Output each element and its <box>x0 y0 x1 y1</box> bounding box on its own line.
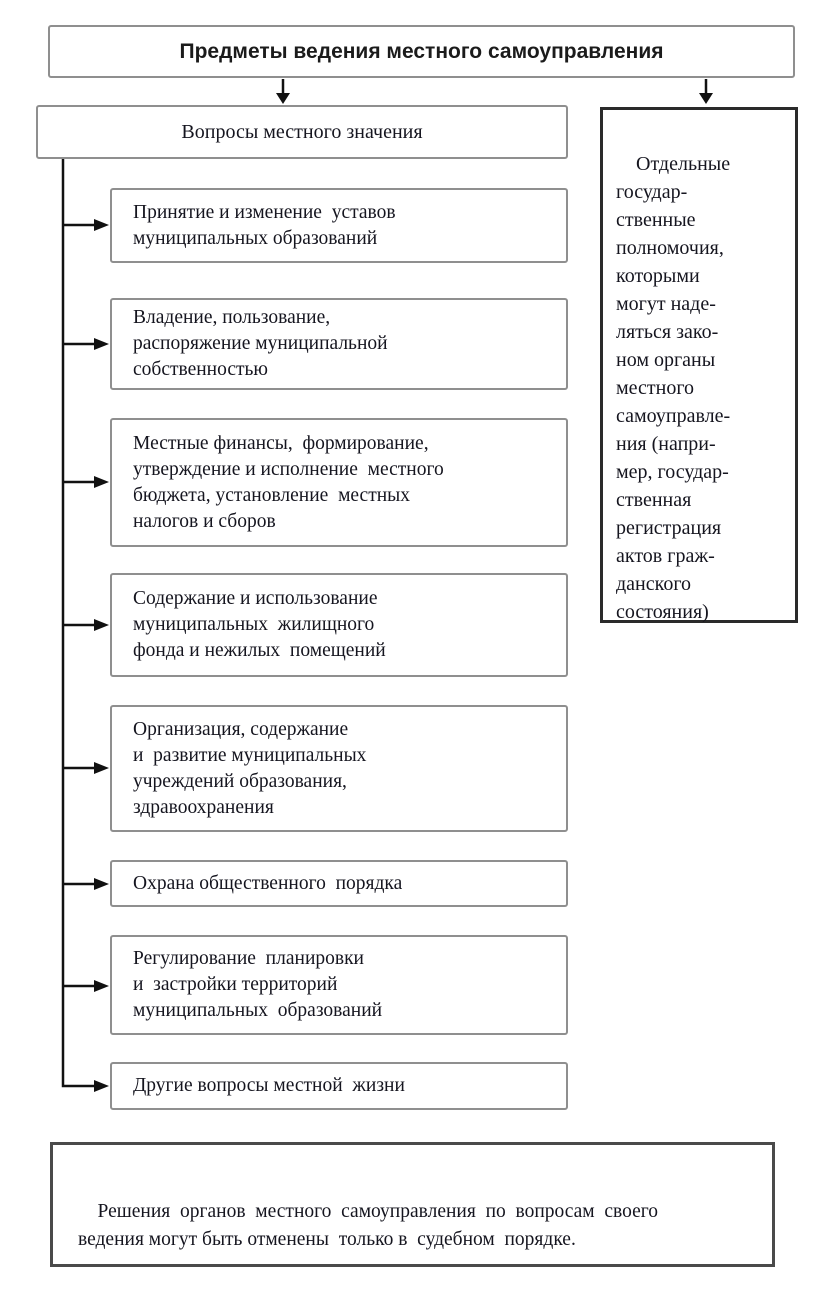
arrow-title-to-left-head-icon <box>276 93 290 104</box>
branch-arrowhead-4-icon <box>94 619 109 631</box>
branch-arrowhead-2-icon <box>94 338 109 350</box>
item-text: Другие вопросы местной жизни <box>133 1075 405 1096</box>
footer-text: Решения органов местного самоуправления … <box>78 1201 659 1250</box>
item-text: Владение, пользование, распоряжение муни… <box>133 307 388 380</box>
branch-arrowhead-8-icon <box>94 1080 109 1092</box>
item-box-property: Владение, пользование, распоряжение муни… <box>110 298 568 390</box>
state-powers-text: Отдельные государ- ственные полномочия, … <box>616 153 731 623</box>
footer-box: Решения органов местного самоуправления … <box>50 1142 775 1267</box>
state-powers-box: Отдельные государ- ственные полномочия, … <box>600 107 798 623</box>
item-text: Организация, содержание и развитие муниц… <box>133 718 367 818</box>
item-text: Регулирование планировки и застройки тер… <box>133 948 383 1021</box>
item-box-other: Другие вопросы местной жизни <box>110 1062 568 1110</box>
trunk-line <box>61 159 95 1088</box>
item-box-finance: Местные финансы, формирование, утвержден… <box>110 418 568 547</box>
item-box-public-order: Охрана общественного порядка <box>110 860 568 907</box>
item-box-housing: Содержание и использование муниципальных… <box>110 573 568 677</box>
arrow-title-to-right-head-icon <box>699 93 713 104</box>
item-box-education-health: Организация, содержание и развитие муниц… <box>110 705 568 832</box>
item-box-charters: Принятие и изменение уставов муниципальн… <box>110 188 568 263</box>
item-text: Принятие и изменение уставов муниципальн… <box>133 201 396 249</box>
branch-arrowhead-3-icon <box>94 476 109 488</box>
left-header-text: Вопросы местного значения <box>181 120 423 143</box>
item-text: Содержание и использование муниципальных… <box>133 588 386 661</box>
title-text: Предметы ведения местного самоуправления <box>179 39 664 63</box>
branch-arrowhead-6-icon <box>94 878 109 890</box>
branch-arrowhead-5-icon <box>94 762 109 774</box>
left-header-box: Вопросы местного значения <box>36 105 568 159</box>
branch-arrowhead-1-icon <box>94 219 109 231</box>
title-box: Предметы ведения местного самоуправления <box>48 25 795 78</box>
item-text: Охрана общественного порядка <box>133 872 403 894</box>
branch-arrowhead-7-icon <box>94 980 109 992</box>
item-box-planning: Регулирование планировки и застройки тер… <box>110 935 568 1035</box>
item-text: Местные финансы, формирование, утвержден… <box>133 432 444 532</box>
